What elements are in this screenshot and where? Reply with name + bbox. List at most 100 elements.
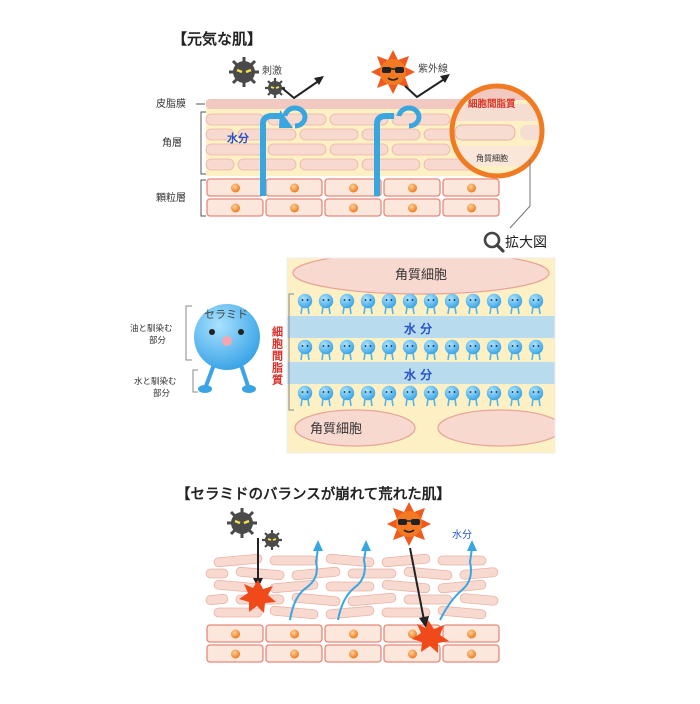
ceramide-molecule — [528, 293, 544, 309]
ceramide-leg — [370, 306, 373, 315]
damaged-corneocyte-cell — [205, 594, 229, 605]
ceramide-eye — [490, 391, 493, 393]
ceramide-leg — [321, 352, 324, 361]
ceramide-leg — [328, 306, 331, 315]
damaged-corneocyte-cell — [437, 605, 487, 620]
ceramide-eye — [327, 391, 330, 393]
ceramide-eye — [432, 299, 435, 301]
ceramide-leg — [496, 352, 499, 361]
ceramide-eye — [532, 391, 535, 393]
ceramide-molecule — [297, 339, 313, 355]
ceramide-eye — [469, 391, 472, 393]
water-return-arrows — [260, 105, 422, 196]
ceramide-eye — [411, 299, 414, 301]
corneocyte-cell — [329, 143, 389, 156]
ceramide-molecule — [444, 339, 460, 355]
zoom-intercellular-label: 細胞間脂質 — [468, 98, 516, 110]
ceramide-leg — [342, 352, 345, 361]
ceramide-eye — [516, 345, 519, 347]
ceramide-eye — [348, 345, 351, 347]
oil-side-label-line1: 油と馴染む — [130, 323, 173, 334]
ceramide-molecule — [318, 293, 334, 309]
ceramide-leg — [307, 398, 310, 407]
ceramide-leg — [328, 398, 331, 407]
water-side-label-line2: 部分 — [153, 388, 171, 399]
ceramide-name: セラミド — [204, 308, 248, 321]
damaged-corneocyte-cell — [381, 607, 431, 618]
irritant-impact-burst — [239, 580, 276, 613]
ceramide-eye — [448, 345, 451, 347]
sebum-layer — [206, 99, 502, 109]
ceramide-leg — [475, 306, 478, 315]
damaged-corneocyte-cell — [205, 568, 229, 579]
ceramide-eye — [448, 299, 451, 301]
ceramide-leg — [433, 352, 436, 361]
ceramide-molecule — [423, 385, 439, 401]
corneocyte-cell — [205, 113, 265, 126]
ceramide-eye — [411, 345, 414, 347]
cell-nucleus — [408, 203, 417, 213]
damaged-corneocyte-cell — [347, 592, 397, 607]
damaged-corneocyte-cell — [381, 579, 431, 594]
ceramide-molecule — [402, 339, 418, 355]
damaged-granular-cell-grid — [206, 624, 500, 663]
ceramide-leg — [300, 306, 303, 315]
ceramide-eye — [390, 299, 393, 301]
cell-nucleus — [349, 629, 358, 639]
ceramide-eye — [427, 391, 430, 393]
ceramide-molecule — [528, 385, 544, 401]
ceramide-mascot — [194, 304, 260, 393]
ceramide-molecule — [486, 293, 502, 309]
ceramide-leg — [538, 352, 541, 361]
cell-nucleus — [290, 203, 299, 213]
cell-nucleus — [231, 649, 240, 659]
ceramide-leg — [363, 398, 366, 407]
ceramide-molecule — [339, 339, 355, 355]
uv-impact-burst — [412, 620, 449, 653]
ceramide-eye — [537, 391, 540, 393]
ceramide-molecule — [381, 293, 397, 309]
corneocyte-bottom-right — [437, 409, 555, 447]
ceramide-leg — [531, 398, 534, 407]
ceramide-eye — [364, 299, 367, 301]
ceramide-eye — [364, 391, 367, 393]
ceramide-leg — [426, 306, 429, 315]
ceramide-leg — [342, 398, 345, 407]
ceramide-eye — [343, 299, 346, 301]
ceramide-eye — [348, 391, 351, 393]
ceramide-leg — [426, 352, 429, 361]
ceramide-leg — [349, 398, 352, 407]
uv-label: 紫外線 — [418, 62, 448, 75]
ceramide-molecule — [507, 339, 523, 355]
ceramide-molecule — [402, 293, 418, 309]
ceramide-molecule — [318, 385, 334, 401]
uv-bounce-arrow — [404, 77, 447, 99]
ceramide-eye — [322, 345, 325, 347]
ceramide-eye — [469, 299, 472, 301]
damaged-skin-title: 【セラミドのバランスが崩れて荒れた肌】 — [176, 485, 451, 503]
magnified-view — [287, 258, 555, 453]
ceramide-eye — [411, 391, 414, 393]
ceramide-molecule — [360, 385, 376, 401]
cell-nucleus — [408, 649, 417, 659]
ceramide-leg — [384, 352, 387, 361]
ceramide-leg — [405, 398, 408, 407]
ceramide-leg — [468, 306, 471, 315]
ceramide-leg — [384, 398, 387, 407]
ceramide-eye — [453, 391, 456, 393]
cell-nucleus — [349, 183, 358, 193]
ceramide-molecule — [360, 293, 376, 309]
water-label-healthy: 水分 — [227, 131, 249, 145]
ceramide-molecule — [486, 339, 502, 355]
stimulus-bounce-arrow — [281, 79, 321, 100]
ceramide-molecule — [465, 339, 481, 355]
ceramide-leg — [405, 352, 408, 361]
ceramide-leg — [363, 352, 366, 361]
water-side-label-line1: 水と馴染む — [134, 376, 177, 387]
ceramide-leg — [538, 306, 541, 315]
ceramide-eye — [364, 345, 367, 347]
ceramide-molecule — [318, 339, 334, 355]
ceramide-eye — [532, 299, 535, 301]
ceramide-leg — [489, 352, 492, 361]
ceramide-eye — [432, 391, 435, 393]
